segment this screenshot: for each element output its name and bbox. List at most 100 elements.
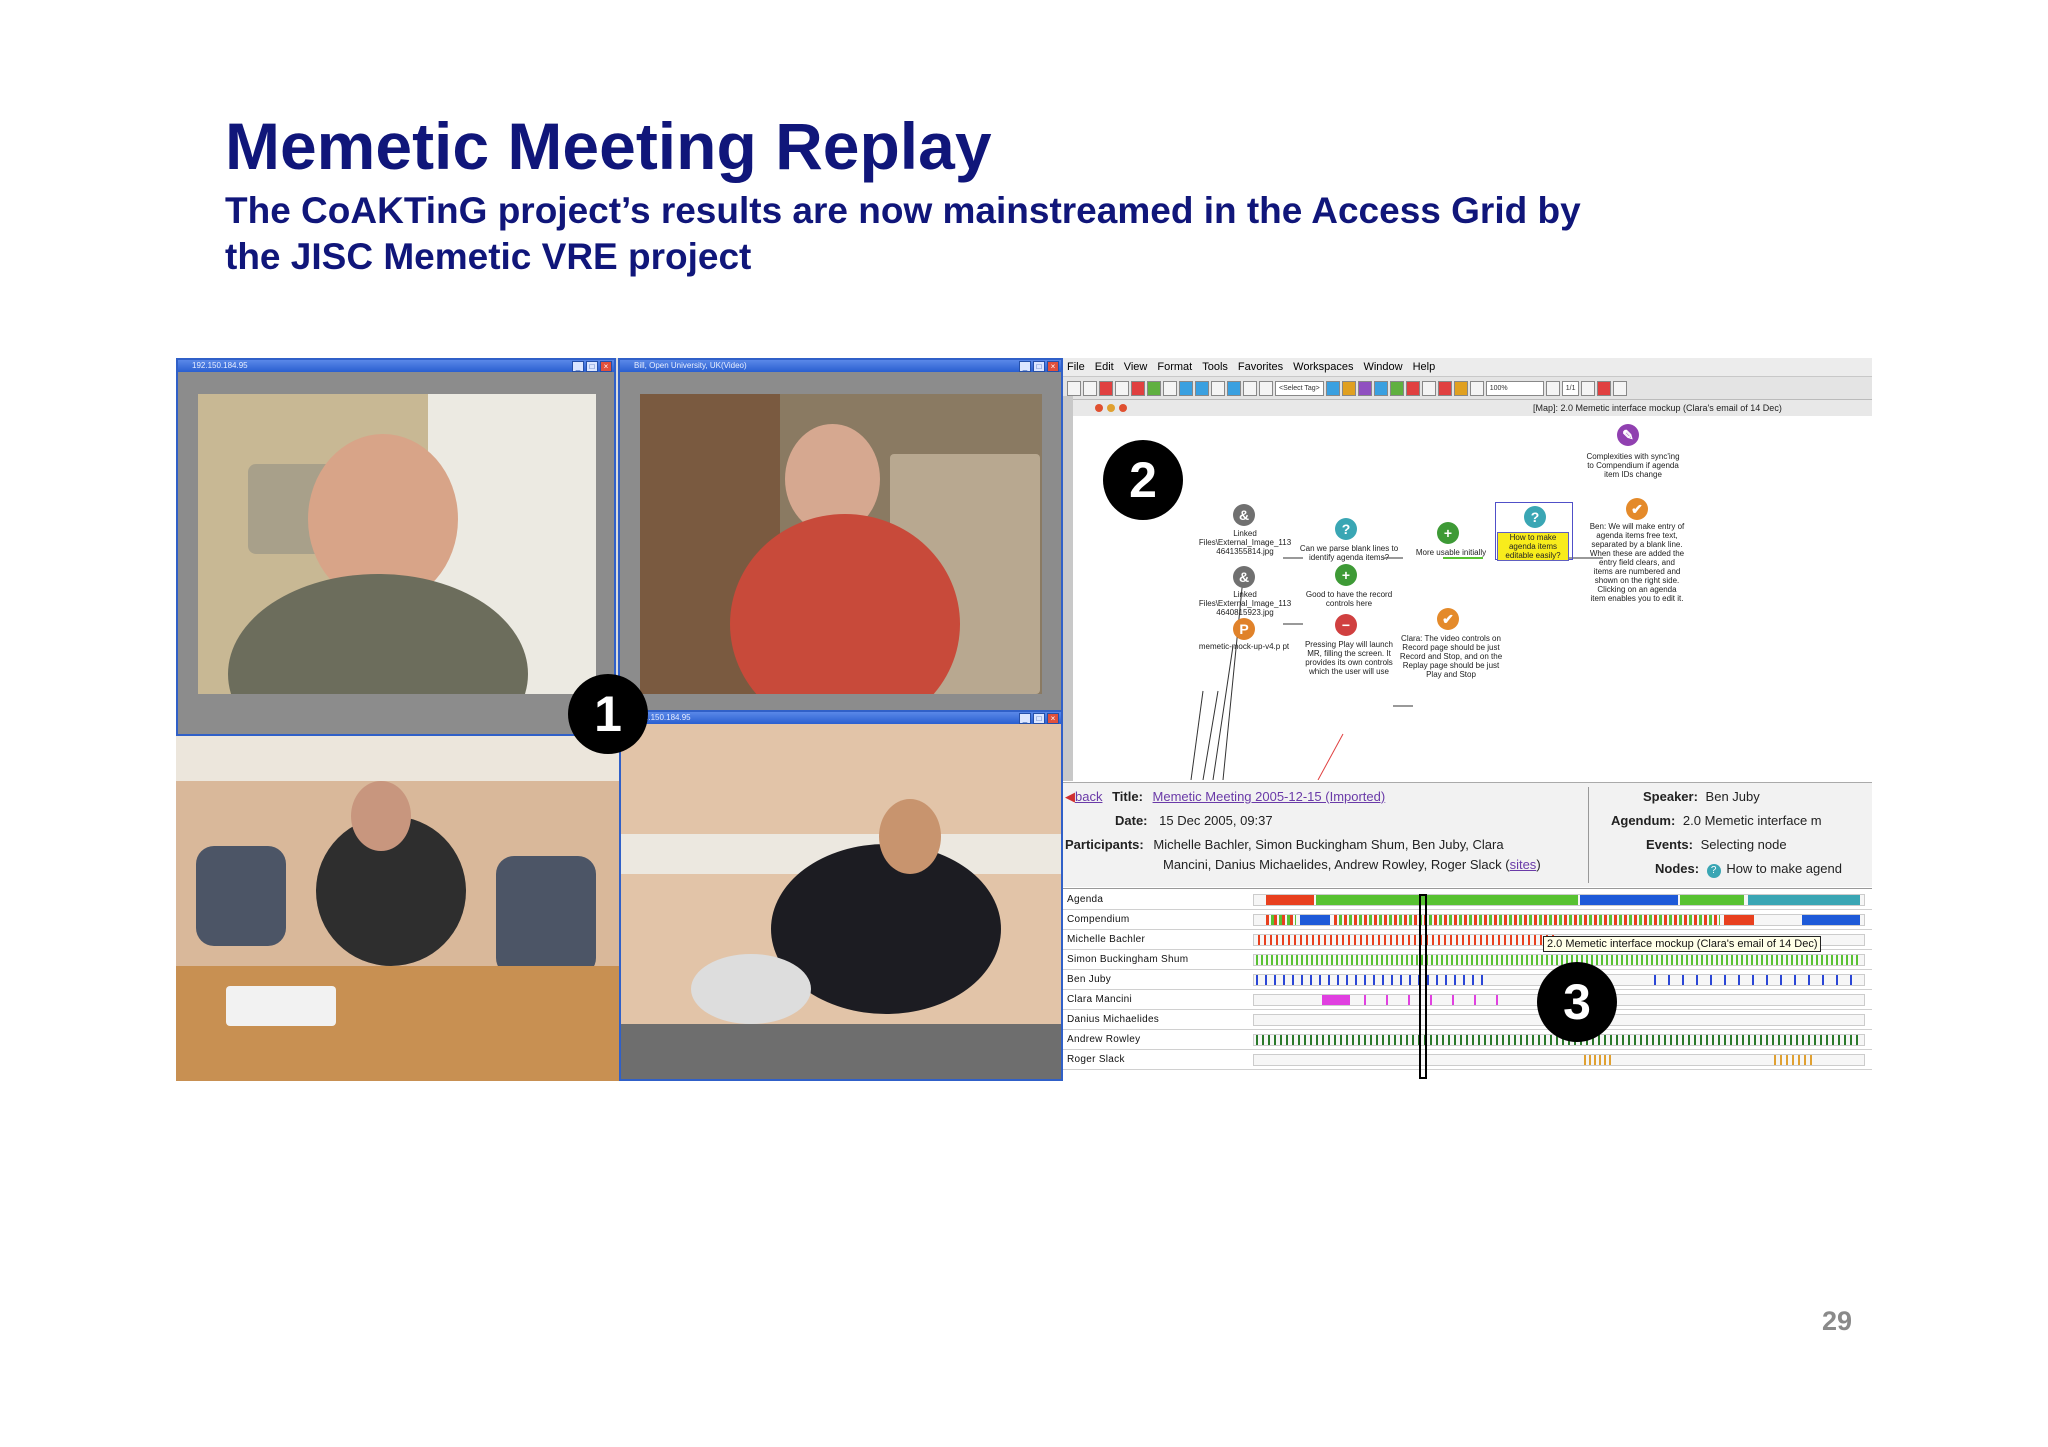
close-icon[interactable]: × xyxy=(1047,713,1059,724)
idea-node-icon[interactable] xyxy=(1341,380,1356,396)
minimize-window-icon[interactable] xyxy=(1107,404,1115,412)
timeline-track[interactable] xyxy=(1253,894,1865,906)
maximize-icon[interactable]: □ xyxy=(1033,713,1045,724)
node-agenda-editable[interactable]: How to make agenda items editable easily… xyxy=(1497,532,1569,561)
question-node-icon[interactable] xyxy=(1325,380,1340,396)
timeline-track[interactable] xyxy=(1253,954,1865,966)
node-mockup[interactable]: memetic-mock-up-v4.p pt xyxy=(1198,642,1290,651)
node-usable[interactable]: More usable initially xyxy=(1415,548,1487,557)
agenda-segment[interactable] xyxy=(1316,895,1578,905)
back-icon[interactable]: ◀ xyxy=(1065,789,1075,804)
image-icon[interactable] xyxy=(1227,380,1241,396)
meeting-timeline[interactable]: Agenda Compendium xyxy=(1063,888,1872,1081)
timeline-track[interactable] xyxy=(1253,1054,1865,1066)
compendium-event[interactable] xyxy=(1334,915,1720,925)
node-complexities[interactable]: Complexities with sync'ing to Compendium… xyxy=(1586,452,1680,479)
argument-node-icon[interactable]: ✔ xyxy=(1626,498,1648,520)
timeline-row-roger[interactable]: Roger Slack xyxy=(1063,1051,1872,1070)
play-icon[interactable] xyxy=(1211,380,1225,396)
forward-icon[interactable] xyxy=(1195,380,1209,396)
argument-node-icon[interactable] xyxy=(1469,380,1484,396)
argument-node-icon[interactable]: ✔ xyxy=(1437,608,1459,630)
node-linked-file-1[interactable]: Linked Files\External_Image_113 46413558… xyxy=(1198,529,1292,556)
undo-icon[interactable] xyxy=(1147,380,1161,396)
menu-format[interactable]: Format xyxy=(1157,361,1193,373)
pro-node-icon[interactable] xyxy=(1389,380,1404,396)
menu-edit[interactable]: Edit xyxy=(1094,361,1114,373)
video-window-1[interactable]: 192.150.184.95 _□× xyxy=(176,358,616,736)
delete-icon[interactable] xyxy=(1099,380,1113,396)
open-icon[interactable] xyxy=(1083,380,1097,396)
compendium-event[interactable] xyxy=(1802,915,1860,925)
redo-icon[interactable] xyxy=(1163,380,1177,396)
maximize-icon[interactable]: □ xyxy=(586,361,598,372)
note-node-icon[interactable]: ✎ xyxy=(1617,424,1639,446)
cut-icon[interactable] xyxy=(1115,380,1129,396)
speaker-activity[interactable] xyxy=(1322,995,1350,1005)
agenda-segment[interactable] xyxy=(1580,895,1678,905)
map-window-titlebar[interactable]: [Map]: 2.0 Memetic interface mockup (Cla… xyxy=(1073,400,1872,417)
maximize-icon[interactable]: □ xyxy=(1033,361,1045,372)
reference-node-icon[interactable]: & xyxy=(1233,566,1255,588)
decision-node-icon[interactable] xyxy=(1437,380,1452,396)
speaker-activity[interactable] xyxy=(1256,1035,1860,1045)
back-icon[interactable] xyxy=(1179,380,1193,396)
minimize-icon[interactable]: _ xyxy=(1019,713,1031,724)
video-window-2-titlebar[interactable]: Bill, Open University, UK(Video) _□× xyxy=(620,360,1061,372)
menu-view[interactable]: View xyxy=(1123,361,1148,373)
timeline-row-andrew[interactable]: Andrew Rowley xyxy=(1063,1031,1872,1050)
node-record[interactable]: Good to have the record controls here xyxy=(1305,590,1393,608)
map-canvas[interactable]: 2 ✎ Complexities with sync'ing to Compen… xyxy=(1073,416,1872,780)
compendium-event[interactable] xyxy=(1266,915,1296,925)
compendium-event[interactable] xyxy=(1300,915,1330,925)
pointer-icon[interactable] xyxy=(1243,380,1257,396)
tag-select[interactable]: <Select Tag> xyxy=(1275,380,1324,396)
node-parse[interactable]: Can we parse blank lines to identify age… xyxy=(1299,544,1399,562)
timeline-row-clara[interactable]: Clara Mancini xyxy=(1063,991,1872,1010)
zoom-out-icon[interactable] xyxy=(1581,380,1596,396)
text-icon[interactable] xyxy=(1259,380,1273,396)
meeting-title-link[interactable]: Memetic Meeting 2005-12-15 (Imported) xyxy=(1152,789,1386,804)
video-window-2[interactable]: Bill, Open University, UK(Video) _□× xyxy=(618,358,1063,736)
agenda-segment[interactable] xyxy=(1266,895,1314,905)
node-ben-comment[interactable]: Ben: We will make entry of agenda items … xyxy=(1589,522,1685,603)
note-node-icon[interactable] xyxy=(1453,380,1468,396)
timeline-row-simon[interactable]: Simon Buckingham Shum xyxy=(1063,951,1872,970)
speaker-activity[interactable] xyxy=(1256,975,1486,985)
node-play[interactable]: Pressing Play will launch MR, filling th… xyxy=(1304,640,1394,676)
pencil-icon[interactable] xyxy=(1597,380,1612,396)
presentation-node-icon[interactable]: P xyxy=(1233,618,1255,640)
menu-window[interactable]: Window xyxy=(1363,361,1403,373)
timeline-row-ben[interactable]: Ben Juby xyxy=(1063,971,1872,990)
node-clara-comment[interactable]: Clara: The video controls on Record page… xyxy=(1399,634,1503,679)
menu-tools[interactable]: Tools xyxy=(1202,361,1228,373)
close-icon[interactable]: × xyxy=(600,361,612,372)
close-icon[interactable]: × xyxy=(1047,361,1059,372)
video-window-1-titlebar[interactable]: 192.150.184.95 _□× xyxy=(178,360,614,372)
speaker-activity[interactable] xyxy=(1256,955,1860,965)
playhead-cursor[interactable] xyxy=(1419,894,1427,1079)
agenda-segment[interactable] xyxy=(1748,895,1860,905)
con-node-icon[interactable]: − xyxy=(1335,614,1357,636)
list-node-icon[interactable] xyxy=(1357,380,1372,396)
video-window-4-titlebar[interactable]: 192.150.184.95 _□× xyxy=(621,712,1061,724)
con-node-icon[interactable] xyxy=(1405,380,1420,396)
node-linked-file-2[interactable]: Linked Files\External_Image_113 46408159… xyxy=(1198,590,1292,617)
timeline-track[interactable] xyxy=(1253,914,1865,926)
agenda-segment[interactable] xyxy=(1680,895,1744,905)
menu-help[interactable]: Help xyxy=(1412,361,1436,373)
zoom-select[interactable]: 100% xyxy=(1485,380,1544,396)
close-window-icon[interactable] xyxy=(1095,404,1103,412)
question-node-icon[interactable]: ? xyxy=(1335,518,1357,540)
compendium-event[interactable] xyxy=(1724,915,1754,925)
minimize-icon[interactable]: _ xyxy=(572,361,584,372)
back-link[interactable]: back xyxy=(1075,789,1103,804)
minimize-icon[interactable]: _ xyxy=(1019,361,1031,372)
pro-node-icon[interactable]: + xyxy=(1335,564,1357,586)
grid-icon[interactable] xyxy=(1613,380,1628,396)
menu-workspaces[interactable]: Workspaces xyxy=(1293,361,1354,373)
speaker-activity[interactable] xyxy=(1258,935,1558,945)
new-icon[interactable] xyxy=(1067,380,1081,396)
map-node-icon[interactable] xyxy=(1373,380,1388,396)
reference-node-icon[interactable]: & xyxy=(1233,504,1255,526)
